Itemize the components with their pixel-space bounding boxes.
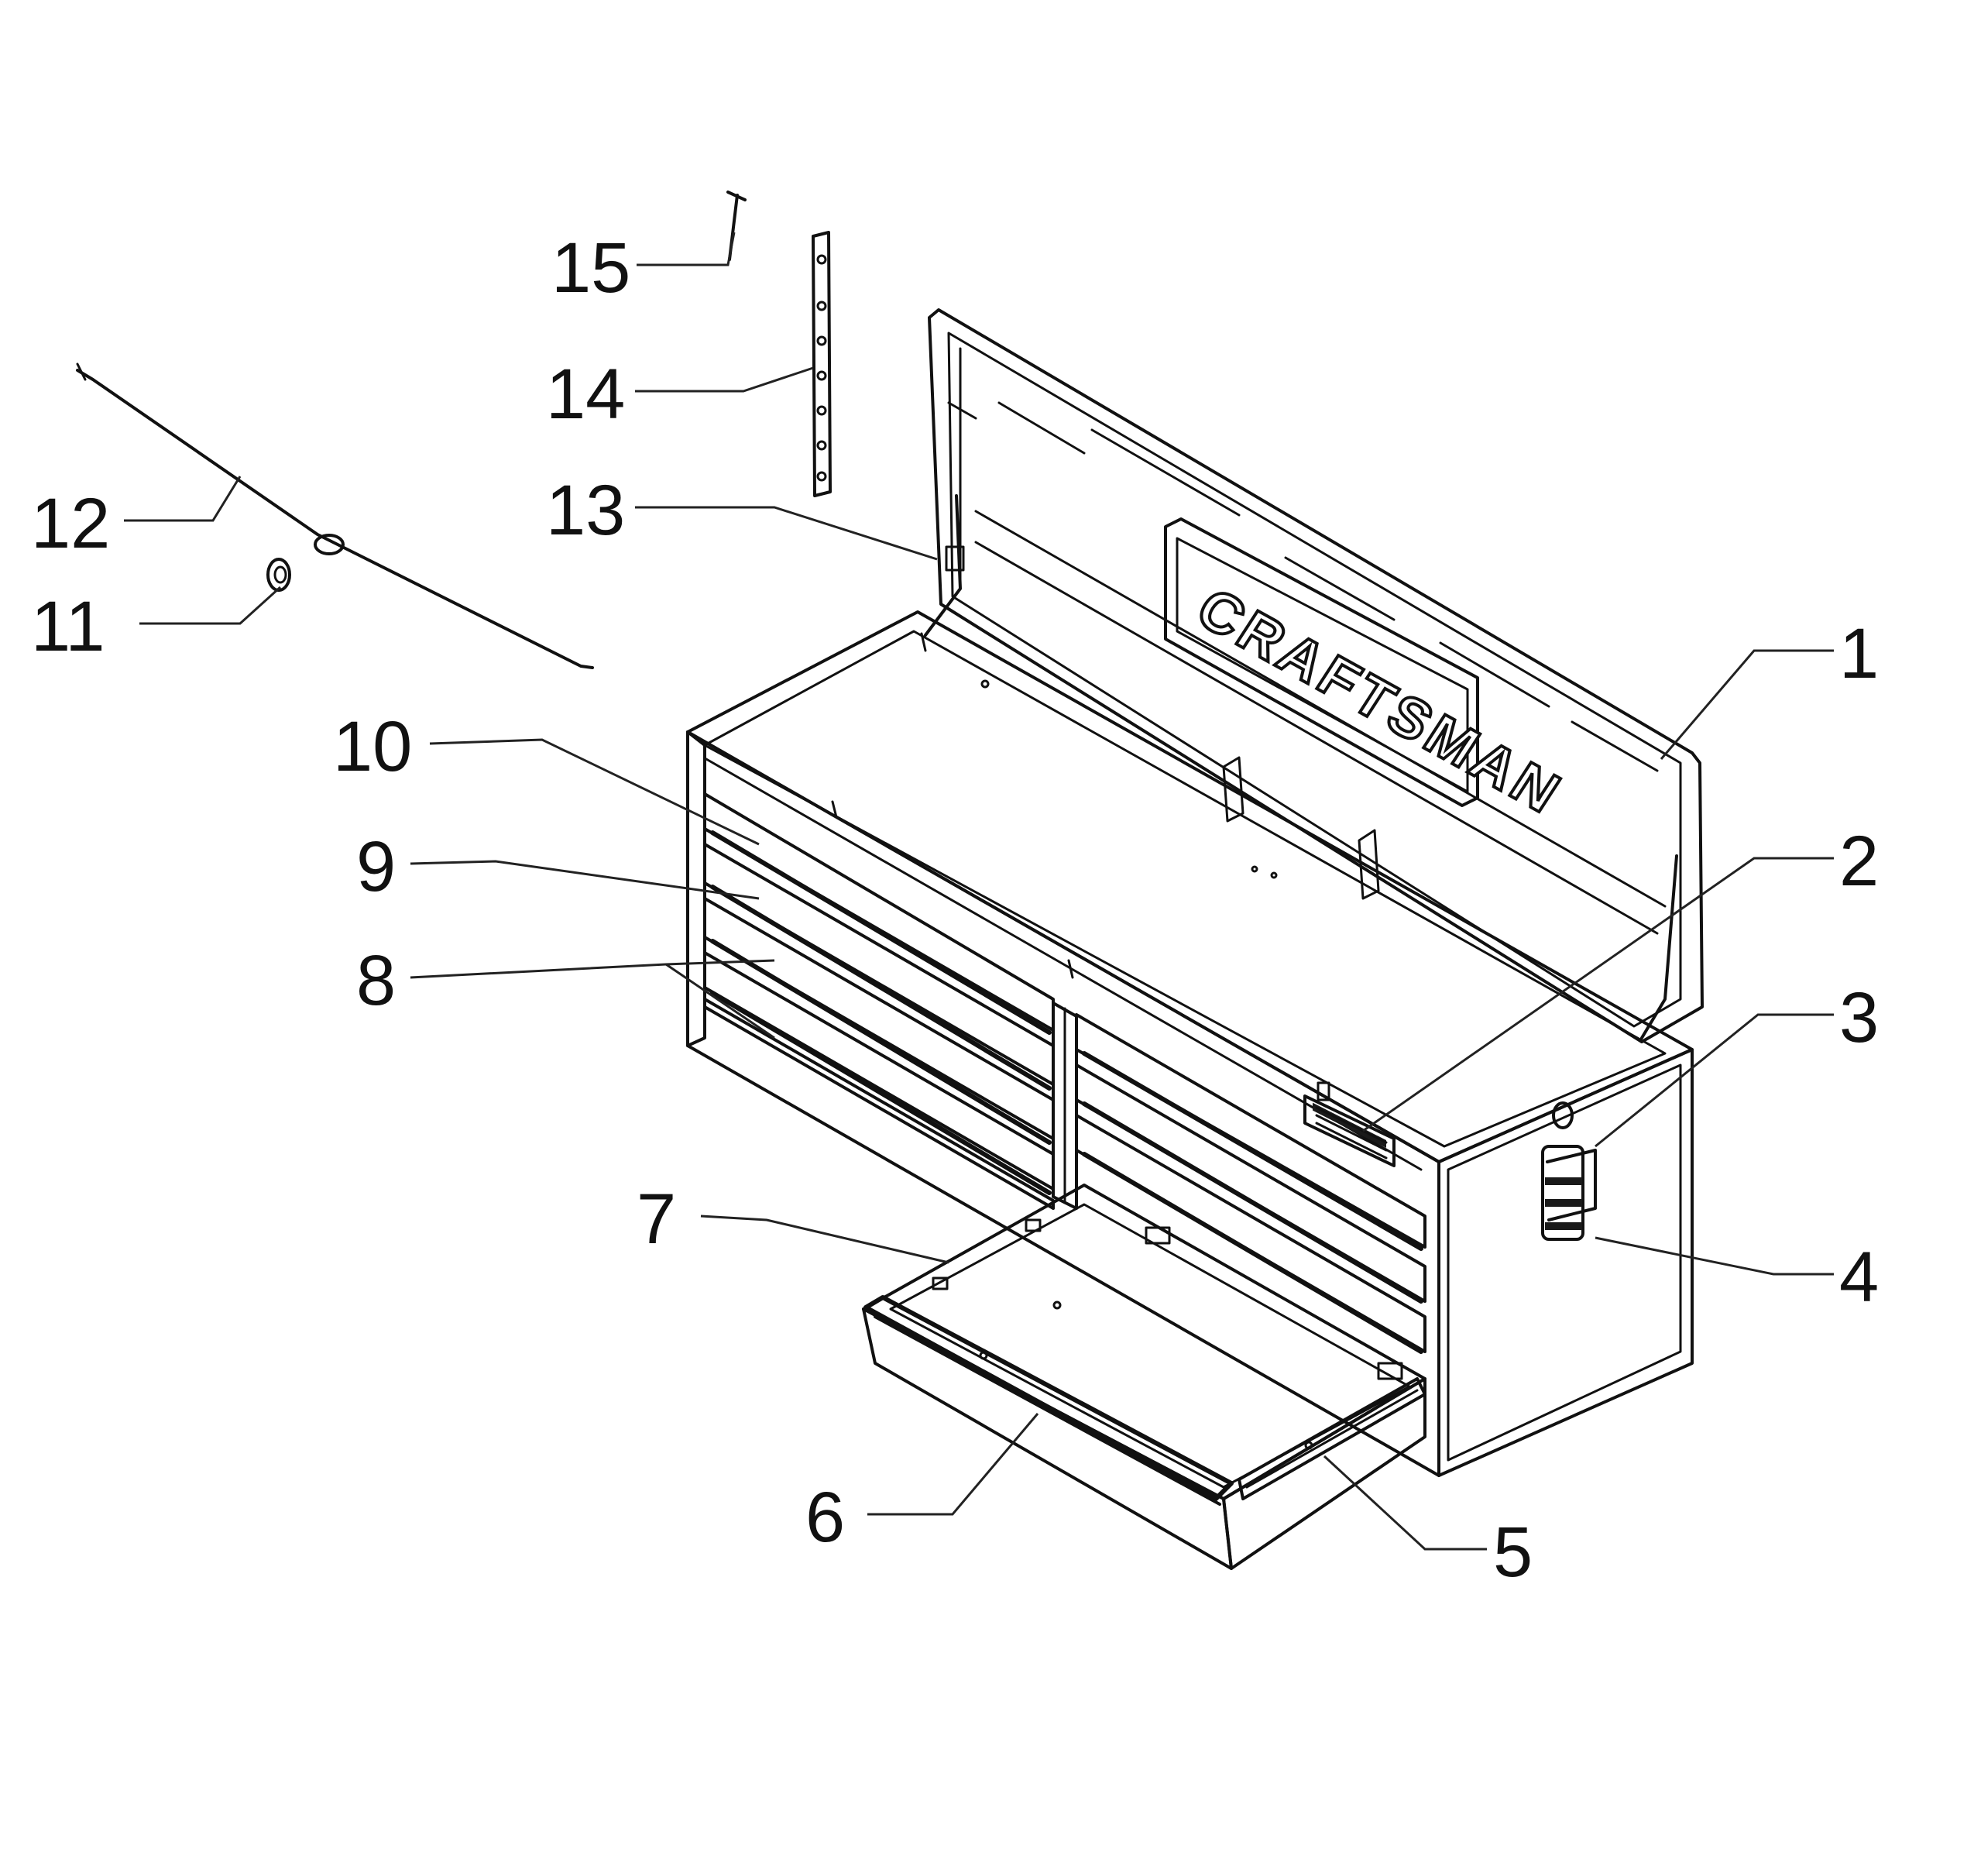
open-drawer <box>862 1184 1426 1570</box>
left-drawer-bank <box>703 792 1055 1210</box>
callout-15: 15 <box>551 228 630 308</box>
right-drawer-bank <box>1075 1013 1426 1354</box>
callout-3: 3 <box>1839 978 1879 1057</box>
callout-1: 1 <box>1839 614 1879 693</box>
craftsman-logo-text: CRAFTSMAN <box>1186 576 1574 826</box>
chest-body <box>686 610 1694 1477</box>
part-12-lock-rod <box>76 362 594 669</box>
callout-9: 9 <box>356 827 396 906</box>
callout-13: 13 <box>546 471 625 550</box>
callout-10: 10 <box>333 707 412 786</box>
callout-labels: 1 2 3 4 5 6 7 8 9 10 11 12 13 14 15 <box>31 228 1879 1592</box>
callout-11: 11 <box>31 587 105 666</box>
callout-6: 6 <box>805 1478 845 1557</box>
part-11-bushing <box>266 558 291 592</box>
callout-7: 7 <box>637 1180 676 1259</box>
callout-2: 2 <box>1839 822 1879 901</box>
callout-12: 12 <box>31 484 110 563</box>
side-bushing-hole <box>1552 1101 1574 1129</box>
callout-8: 8 <box>356 941 396 1020</box>
lock-plate <box>1303 1081 1396 1167</box>
callout-5: 5 <box>1493 1513 1533 1592</box>
callout-4: 4 <box>1839 1238 1879 1317</box>
part-14-hinge-strip <box>812 231 832 497</box>
callout-14: 14 <box>546 355 625 434</box>
chest-lid <box>928 308 1704 1043</box>
side-handle <box>1541 1145 1597 1241</box>
callout-leaders <box>124 232 1834 1551</box>
